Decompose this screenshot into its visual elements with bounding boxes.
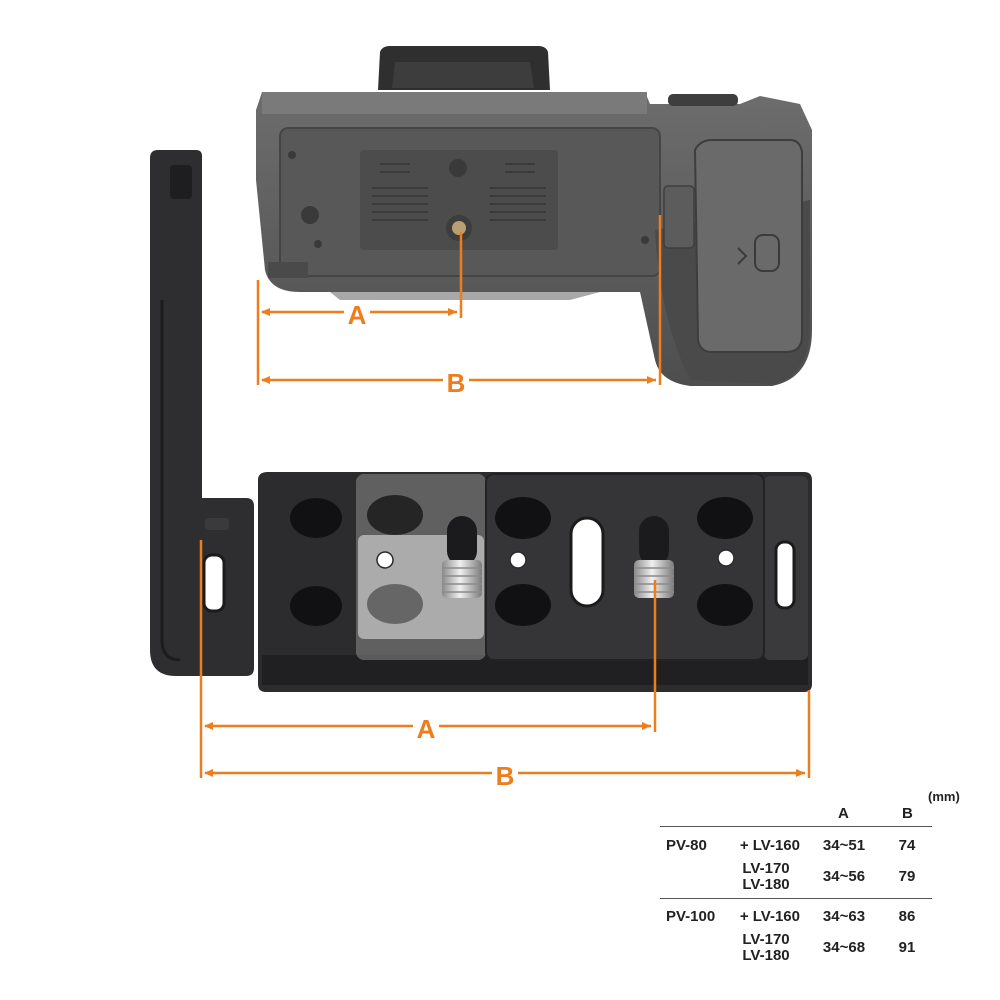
main-plate-panel: [485, 473, 765, 661]
table-value-b: 91: [898, 939, 916, 956]
camera-body-bottom-view: [256, 46, 812, 386]
table-rule-top: [660, 826, 932, 827]
table-value-b: 86: [898, 908, 916, 925]
plate-label-b: B: [496, 761, 515, 791]
end-strap-slot: [774, 540, 796, 610]
table-lv-model: LV-180: [742, 947, 790, 964]
plate-label-a: A: [417, 714, 436, 744]
table-header-b: B: [902, 805, 913, 822]
bracket-strap-slot: [202, 553, 226, 613]
table-lv-model: LV-170: [742, 860, 790, 877]
table-value-a: 34~56: [822, 868, 866, 885]
baseplate-ribbed-panel: [360, 150, 558, 250]
table-lv-model: LV-180: [742, 876, 790, 893]
table-header-a: A: [838, 805, 849, 822]
table-rule-middle: [660, 898, 932, 899]
battery-latch: [754, 234, 780, 272]
bracket-vertical-arm: [150, 150, 254, 676]
table-lv-model: LV-170: [742, 931, 790, 948]
control-dial: [668, 94, 738, 106]
camera-label-b: B: [447, 368, 466, 398]
table-value-b: 79: [898, 868, 916, 885]
camera-label-a: A: [348, 300, 367, 330]
table-value-b: 74: [898, 837, 916, 854]
table-plate-name: PV-100: [666, 908, 716, 925]
baseplate-ribs: [372, 163, 546, 221]
battery-door: [693, 139, 803, 353]
rubber-pads: [290, 495, 753, 626]
table-lv-model: + LV-160: [739, 837, 800, 854]
table-value-a: 34~63: [822, 908, 866, 925]
adjustment-slot: [569, 516, 605, 608]
dimension-letters: A B A B: [344, 300, 518, 791]
table-lv-model: + LV-160: [739, 908, 800, 925]
shoulder-button: [301, 206, 319, 224]
table-value-a: 34~51: [822, 837, 866, 854]
l-bracket: [150, 150, 812, 692]
table-plate-name: PV-80: [666, 837, 707, 854]
table-value-a: 34~68: [822, 939, 866, 956]
mounting-screw-left: [442, 560, 482, 598]
table-unit: (mm): [928, 789, 960, 804]
lens-mount: [330, 292, 600, 300]
